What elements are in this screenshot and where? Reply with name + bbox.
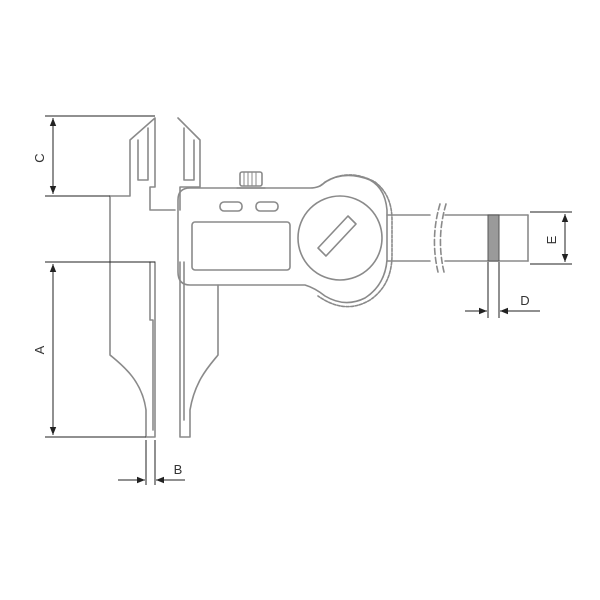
upper-sliding-jaw-inner [183,127,195,181]
marker-band [487,214,500,262]
upper-fixed-jaw-inner [137,127,149,181]
upper-sliding-jaw [177,117,201,211]
label-b: B [174,462,183,477]
label-a: A [32,345,47,354]
upper-fixed-jaw [109,117,176,211]
label-d: D [520,293,529,308]
round-dial [297,195,383,281]
housing-rim [317,174,393,308]
thumb-knob-grip [243,171,257,187]
button-right [255,201,279,212]
label-e: E [544,235,559,244]
lcd-screen [191,221,291,271]
lower-sliding-jaw [179,261,219,438]
button-left [219,201,243,212]
label-c: C [32,153,47,162]
beam-break [433,203,447,273]
main-beam-left [109,195,156,438]
thumb-knob [239,171,263,187]
main-beam-groove [149,261,154,431]
display-housing [177,174,388,304]
dial-slot [317,215,357,257]
